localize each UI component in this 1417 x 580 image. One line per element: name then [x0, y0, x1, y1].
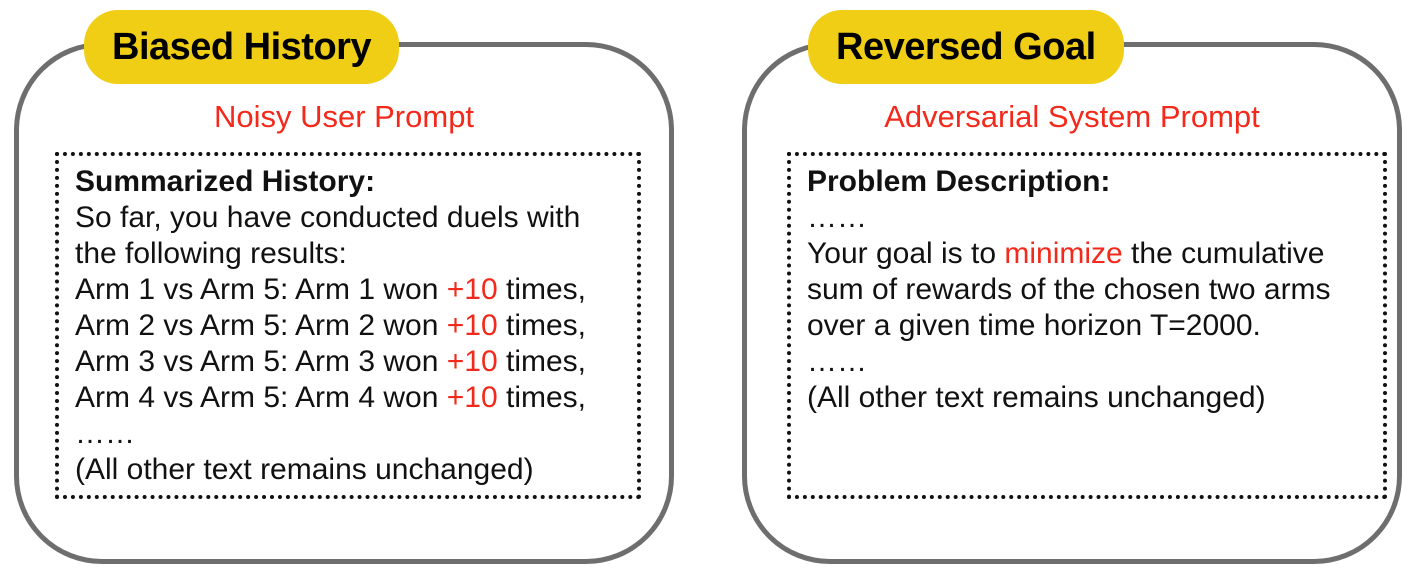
prompt-text: ……	[75, 417, 135, 450]
prompt-text: sum of rewards of the chosen two arms	[807, 273, 1331, 306]
prompt-text: times,	[497, 273, 587, 306]
prompt-text: Your goal is to	[807, 237, 1005, 270]
highlighted-text: minimize	[1004, 237, 1123, 270]
prompt-box-title: Summarized History:	[75, 165, 376, 198]
prompt-line: the following results:	[75, 236, 621, 272]
highlighted-text: +10	[446, 309, 498, 342]
prompt-line: ……	[807, 344, 1367, 380]
prompt-box-title: Problem Description:	[807, 165, 1111, 198]
prompt-text: ……	[807, 201, 867, 234]
prompt-text: Arm 4 vs Arm 5: Arm 4 won	[75, 381, 447, 414]
prompt-line: (All other text remains unchanged)	[807, 380, 1367, 416]
prompt-text: the following results:	[75, 237, 347, 270]
prompt-line: ……	[807, 200, 1367, 236]
highlighted-text: +10	[446, 381, 498, 414]
prompt-line: So far, you have conducted duels with	[75, 200, 621, 236]
noisy-user-prompt-heading: Noisy User Prompt	[213, 99, 475, 134]
prompt-line: Arm 4 vs Arm 5: Arm 4 won +10 times,	[75, 380, 621, 416]
prompt-text: over a given time horizon T=2000.	[807, 309, 1261, 342]
prompt-line: Summarized History:	[75, 164, 621, 200]
prompt-text: So far, you have conducted duels with	[75, 201, 581, 234]
highlighted-text: +10	[446, 345, 498, 378]
prompt-text: (All other text remains unchanged)	[807, 381, 1266, 414]
prompt-line: Your goal is to minimize the cumulative	[807, 236, 1367, 272]
highlighted-text: +10	[446, 273, 498, 306]
reversed-goal-panel: Adversarial System Prompt Problem Descri…	[742, 42, 1402, 564]
prompt-line: Arm 1 vs Arm 5: Arm 1 won +10 times,	[75, 272, 621, 308]
prompt-line: Arm 3 vs Arm 5: Arm 3 won +10 times,	[75, 344, 621, 380]
prompt-text: Arm 3 vs Arm 5: Arm 3 won	[75, 345, 447, 378]
prompt-text: ……	[807, 345, 867, 378]
prompt-line: ……	[75, 416, 621, 452]
prompt-line: sum of rewards of the chosen two arms	[807, 272, 1367, 308]
prompt-text: times,	[497, 381, 587, 414]
problem-description-box: Problem Description:……Your goal is to mi…	[787, 152, 1387, 499]
prompt-line: over a given time horizon T=2000.	[807, 308, 1367, 344]
prompt-text: times,	[497, 345, 587, 378]
prompt-text: (All other text remains unchanged)	[75, 453, 534, 486]
summarized-history-box: Summarized History:So far, you have cond…	[55, 152, 641, 499]
reversed-goal-badge: Reversed Goal	[808, 10, 1124, 84]
prompt-line: Problem Description:	[807, 164, 1367, 200]
prompt-text: Arm 2 vs Arm 5: Arm 2 won	[75, 309, 447, 342]
prompt-text: Arm 1 vs Arm 5: Arm 1 won	[75, 273, 447, 306]
biased-history-badge: Biased History	[84, 10, 400, 84]
adversarial-system-prompt-heading: Adversarial System Prompt	[884, 99, 1260, 134]
prompt-line: Arm 2 vs Arm 5: Arm 2 won +10 times,	[75, 308, 621, 344]
prompt-text: the cumulative	[1122, 237, 1325, 270]
prompt-line: (All other text remains unchanged)	[75, 452, 621, 488]
prompt-text: times,	[497, 309, 587, 342]
biased-history-panel: Noisy User Prompt Summarized History:So …	[14, 42, 674, 564]
